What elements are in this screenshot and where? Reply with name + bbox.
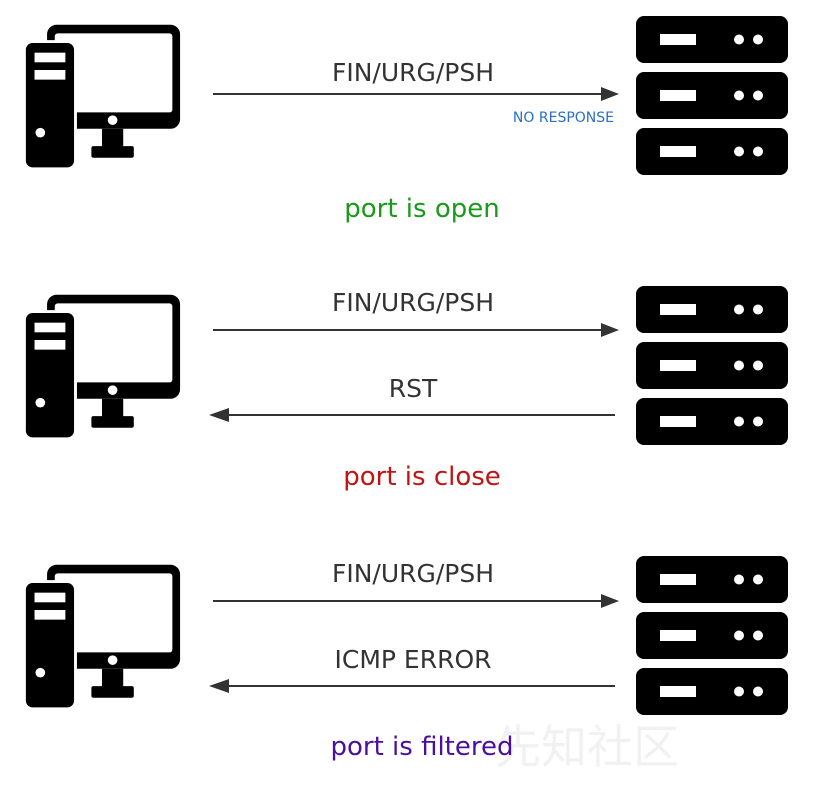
desktop-computer-icon: [22, 24, 181, 171]
scenario-open: FIN/URG/PSH NO RESPONSE port is open: [0, 0, 819, 250]
result-open: port is open: [344, 194, 500, 224]
outbound-arrow: [213, 594, 619, 608]
outbound-arrow: [213, 323, 619, 337]
scenario-close: FIN/URG/PSH RST port is close: [0, 270, 819, 520]
server-rack-icon: [636, 286, 788, 445]
desktop-computer-icon: [22, 564, 181, 711]
scenario-filtered: FIN/URG/PSH ICMP ERROR port is filtered: [0, 540, 819, 790]
server-rack-icon: [636, 556, 788, 715]
outbound-label: FIN/URG/PSH: [331, 288, 495, 317]
server-rack-icon: [636, 16, 788, 175]
watermark: 先知社区: [495, 720, 679, 774]
result-close: port is close: [343, 462, 501, 492]
outbound-arrow: [213, 87, 619, 101]
result-filtered: port is filtered: [330, 732, 514, 762]
reply-arrow: [209, 408, 615, 422]
reply-label: ICMP ERROR: [334, 645, 492, 674]
outbound-label: FIN/URG/PSH: [331, 58, 495, 87]
outbound-label: FIN/URG/PSH: [331, 559, 495, 588]
reply-arrow: [209, 679, 615, 693]
desktop-computer-icon: [22, 294, 181, 441]
no-response-note: NO RESPONSE: [512, 110, 614, 126]
reply-label: RST: [388, 374, 438, 403]
